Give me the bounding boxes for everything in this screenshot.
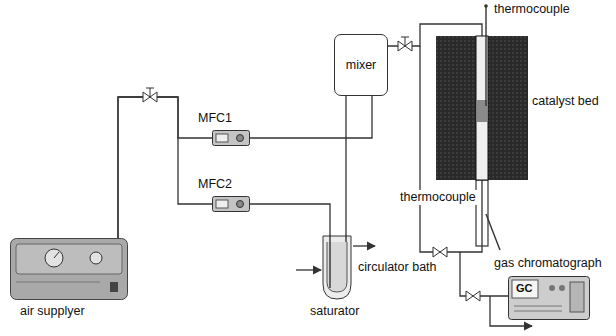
valve-stem [405, 37, 406, 46]
device-part [476, 36, 488, 180]
device-part [559, 285, 565, 291]
device-part [549, 285, 555, 291]
valve-body [433, 247, 447, 257]
node-label: GC [516, 282, 533, 295]
pipe-line [118, 97, 212, 238]
bath-inlet [296, 269, 321, 270]
device-part [237, 135, 244, 142]
bath-outlet [353, 245, 375, 246]
valve-body [466, 291, 480, 301]
probe-tip [484, 4, 488, 8]
valve-handle [146, 88, 154, 89]
device-drawing [322, 234, 352, 300]
catalyst-furnace: catalyst bed [436, 36, 528, 180]
valve-handle [401, 37, 409, 38]
device-part [512, 280, 538, 298]
pipe-line [345, 96, 346, 234]
device-drawing [436, 36, 528, 180]
mass-flow-controller: MFC1 [212, 130, 250, 146]
valve-symbol [398, 37, 412, 51]
pipe-line [250, 204, 330, 234]
device-part [16, 282, 100, 283]
pipe-line [250, 96, 372, 138]
thermocouple-label: thermocouple [494, 2, 570, 17]
device-part [570, 282, 584, 312]
valve-symbol [466, 291, 480, 301]
device-part [323, 236, 351, 299]
bath-label: circulator bath [358, 260, 437, 275]
valve-stem [150, 88, 151, 97]
gc-instrument: gas chromatographGC [508, 276, 590, 320]
device-part [329, 234, 330, 288]
air-supplier: air supplyer [10, 238, 128, 300]
device-part [216, 134, 228, 142]
mixer-box: mixer [334, 34, 388, 96]
thermocouple-probe [486, 214, 500, 250]
node-label: saturator [310, 304, 359, 319]
saturator-vessel: saturator [322, 234, 352, 300]
device-drawing [212, 196, 250, 212]
node-label: MFC2 [198, 177, 232, 192]
device-part [213, 131, 250, 146]
node-label: mixer [346, 58, 377, 73]
device-part [514, 306, 562, 307]
device-drawing [212, 130, 250, 146]
device-part [345, 234, 346, 242]
device-part [509, 277, 590, 320]
thermocouple-label: thermocouple [398, 190, 478, 205]
node-label: air supplyer [20, 304, 85, 319]
pipe-line [118, 97, 212, 238]
valve-symbol [143, 88, 157, 102]
reactor-tube [476, 180, 488, 246]
thermocouple-probe [485, 7, 486, 36]
device-part [54, 252, 59, 258]
node-label: MFC1 [198, 111, 232, 126]
device-part [110, 282, 118, 292]
device-part [45, 249, 63, 267]
node-label: gas chromatograph [494, 256, 602, 271]
device-part [16, 244, 122, 274]
device-part [514, 311, 562, 312]
device-drawing [10, 238, 128, 300]
device-part [90, 252, 102, 264]
mass-flow-controller: MFC2 [212, 196, 250, 212]
device-part [216, 200, 228, 208]
device-part [213, 197, 250, 212]
node-label: catalyst bed [532, 94, 599, 109]
valve-symbol [433, 247, 447, 257]
device-part [436, 36, 528, 180]
device-part [485, 36, 486, 106]
device-part [11, 239, 128, 300]
device-part [237, 201, 244, 208]
